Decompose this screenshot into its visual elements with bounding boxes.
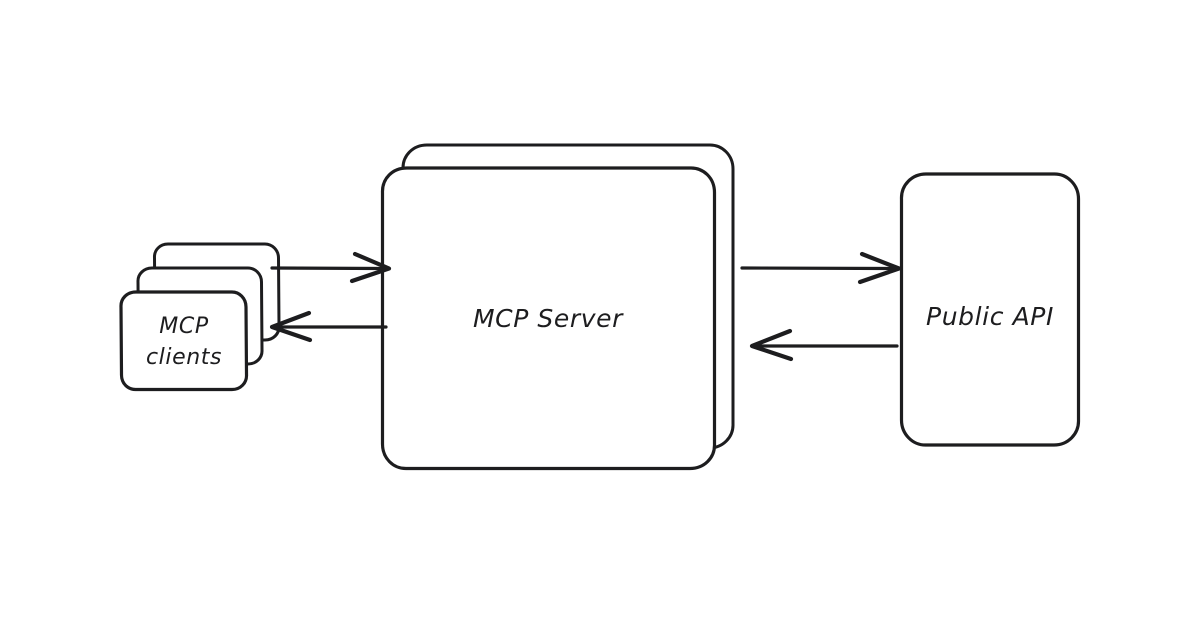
edge-server-to-clients-arrowhead (269, 310, 313, 343)
public-api-card (899, 172, 1081, 447)
edge-clients-to-server[interactable] (270, 251, 392, 284)
edge-server-to-api[interactable] (740, 251, 902, 285)
node-public-api[interactable]: Public API (899, 172, 1081, 447)
edge-api-to-server-arrowhead (749, 328, 794, 362)
mcp-clients-label-line1: MCP (159, 314, 209, 339)
edge-api-to-server[interactable] (749, 328, 899, 362)
edge-server-to-clients[interactable] (269, 310, 388, 343)
public-api-label: Public API (926, 302, 1054, 331)
edge-server-to-api-line (740, 266, 900, 271)
edge-clients-to-server-arrowhead (349, 251, 392, 284)
mcp-clients-card-front (119, 290, 249, 392)
edge-server-to-api-arrowhead (857, 251, 902, 285)
node-mcp-clients[interactable]: MCP clients (119, 242, 281, 392)
mcp-server-label: MCP Server (473, 304, 624, 333)
edge-clients-to-server-line (270, 266, 390, 271)
mcp-clients-label-line2: clients (146, 345, 222, 370)
mcp-server-card-front (380, 166, 717, 471)
node-mcp-server[interactable]: MCP Server (380, 143, 735, 471)
